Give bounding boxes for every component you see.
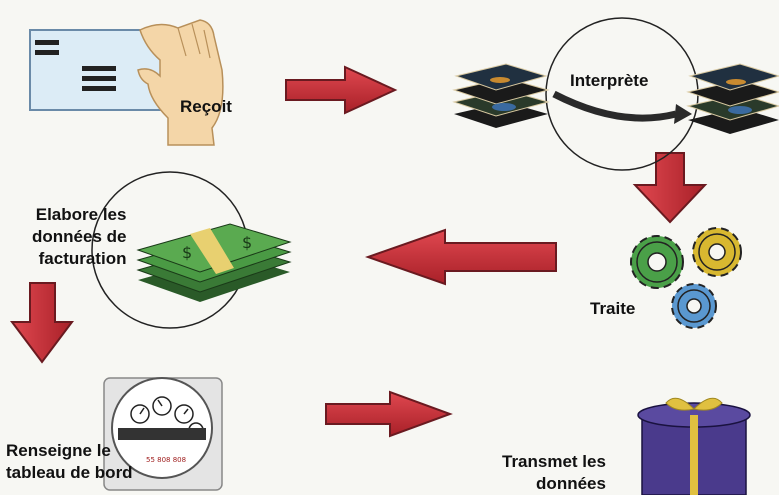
step-label-facturation-line-3: facturation — [38, 249, 127, 268]
svg-text:$: $ — [182, 243, 192, 262]
step-label-facturation-line-2: données de — [32, 227, 127, 246]
step-label-transmet-line-1: Transmet les — [502, 452, 606, 471]
step-label-transmet: Transmet les données — [502, 451, 606, 495]
meter-serial: 55 808 808 — [146, 456, 186, 464]
step-interprete: Interprète — [440, 10, 779, 171]
step-transmet: Transmet les données — [490, 385, 779, 495]
step-label-facturation-line-1: Elabore les — [35, 205, 127, 224]
step-label-tableau-line-1: Renseigne le — [6, 441, 111, 460]
map-layers-icon — [452, 17, 779, 171]
step-label-traite: Traite — [590, 299, 636, 318]
meter-icon: 55 808 808 — [103, 377, 223, 491]
envelope-hand-icon — [29, 19, 224, 146]
step-label-tableau-line-2: tableau de bord — [6, 463, 133, 482]
step-traite: Traite — [580, 220, 750, 335]
money-stack-icon: $ $ — [91, 171, 292, 329]
gears-icon — [630, 227, 742, 329]
step-tableau: 55 808 808 Renseigne le tableau de bord — [0, 370, 240, 495]
step-label-facturation: Elabore les données de facturation — [32, 204, 126, 270]
step-facturation: $ $ Elabore les données de facturation — [20, 160, 310, 330]
step-label-tableau: Renseigne le tableau de bord — [6, 440, 133, 484]
step-label-interprete: Interprète — [570, 71, 649, 90]
step-recoit: Reçoit — [0, 0, 260, 150]
svg-text:$: $ — [242, 233, 252, 252]
step-label-recoit: Reçoit — [180, 97, 232, 116]
step-label-transmet-line-2: données — [536, 474, 606, 493]
gift-box-icon — [637, 397, 751, 495]
